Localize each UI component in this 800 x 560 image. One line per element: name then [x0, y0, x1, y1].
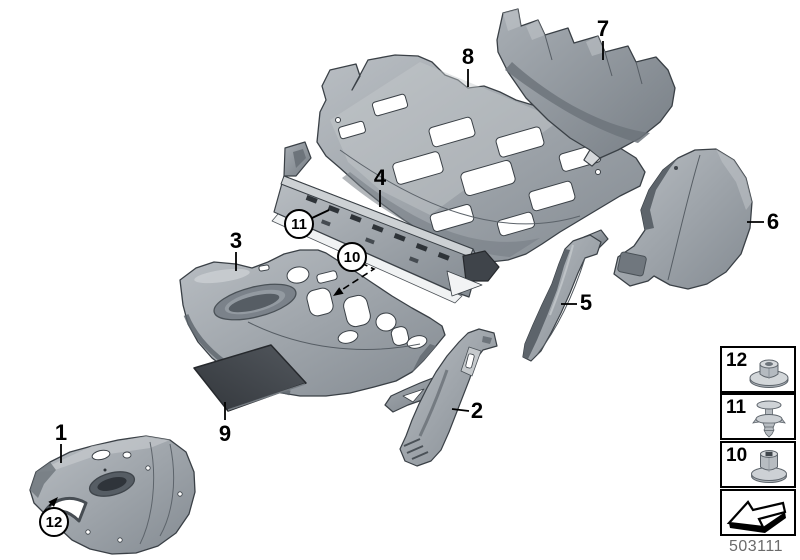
part-2-drawing [384, 328, 498, 467]
part-7-drawing [496, 8, 676, 167]
direction-arrow-icon [726, 500, 787, 533]
callout-8[interactable]: 8 [461, 44, 475, 69]
leader-arrowhead-12 [48, 497, 58, 507]
callout-12[interactable]: 12 [39, 507, 69, 537]
callout-4[interactable]: 4 [373, 165, 387, 190]
callout-10[interactable]: 10 [337, 242, 367, 272]
plastic-nut-icon [751, 450, 787, 483]
leader-line-10-dashed [339, 262, 376, 292]
expanding-rivet-icon [752, 400, 786, 438]
leader-arrowhead-10 [333, 287, 344, 296]
callout-7[interactable]: 7 [596, 16, 610, 41]
callout-1[interactable]: 1 [54, 420, 68, 445]
callout-2[interactable]: 2 [470, 398, 484, 423]
legend-direction-box [720, 489, 796, 536]
part-5-drawing [522, 229, 609, 362]
callout-9[interactable]: 9 [218, 421, 232, 446]
callout-3[interactable]: 3 [229, 228, 243, 253]
legend-item-12-label: 12 [726, 350, 748, 371]
part-6-drawing [613, 148, 753, 290]
leader-line-2 [451, 408, 470, 412]
diagram-number: 503111 [728, 538, 783, 555]
flange-nut-icon [749, 359, 789, 388]
legend-item-12[interactable]: 12 [720, 346, 796, 393]
part-9-drawing [193, 344, 307, 412]
callout-11[interactable]: 11 [284, 209, 314, 239]
part-4-drawing [271, 141, 500, 304]
legend-item-10[interactable]: 10 [720, 441, 796, 488]
legend-item-11[interactable]: 11 [720, 393, 796, 440]
legend-item-10-label: 10 [726, 445, 748, 466]
leader-line-11 [311, 209, 330, 219]
callout-6[interactable]: 6 [766, 209, 780, 234]
legend-item-11-label: 11 [726, 397, 747, 418]
callout-5[interactable]: 5 [579, 290, 593, 315]
